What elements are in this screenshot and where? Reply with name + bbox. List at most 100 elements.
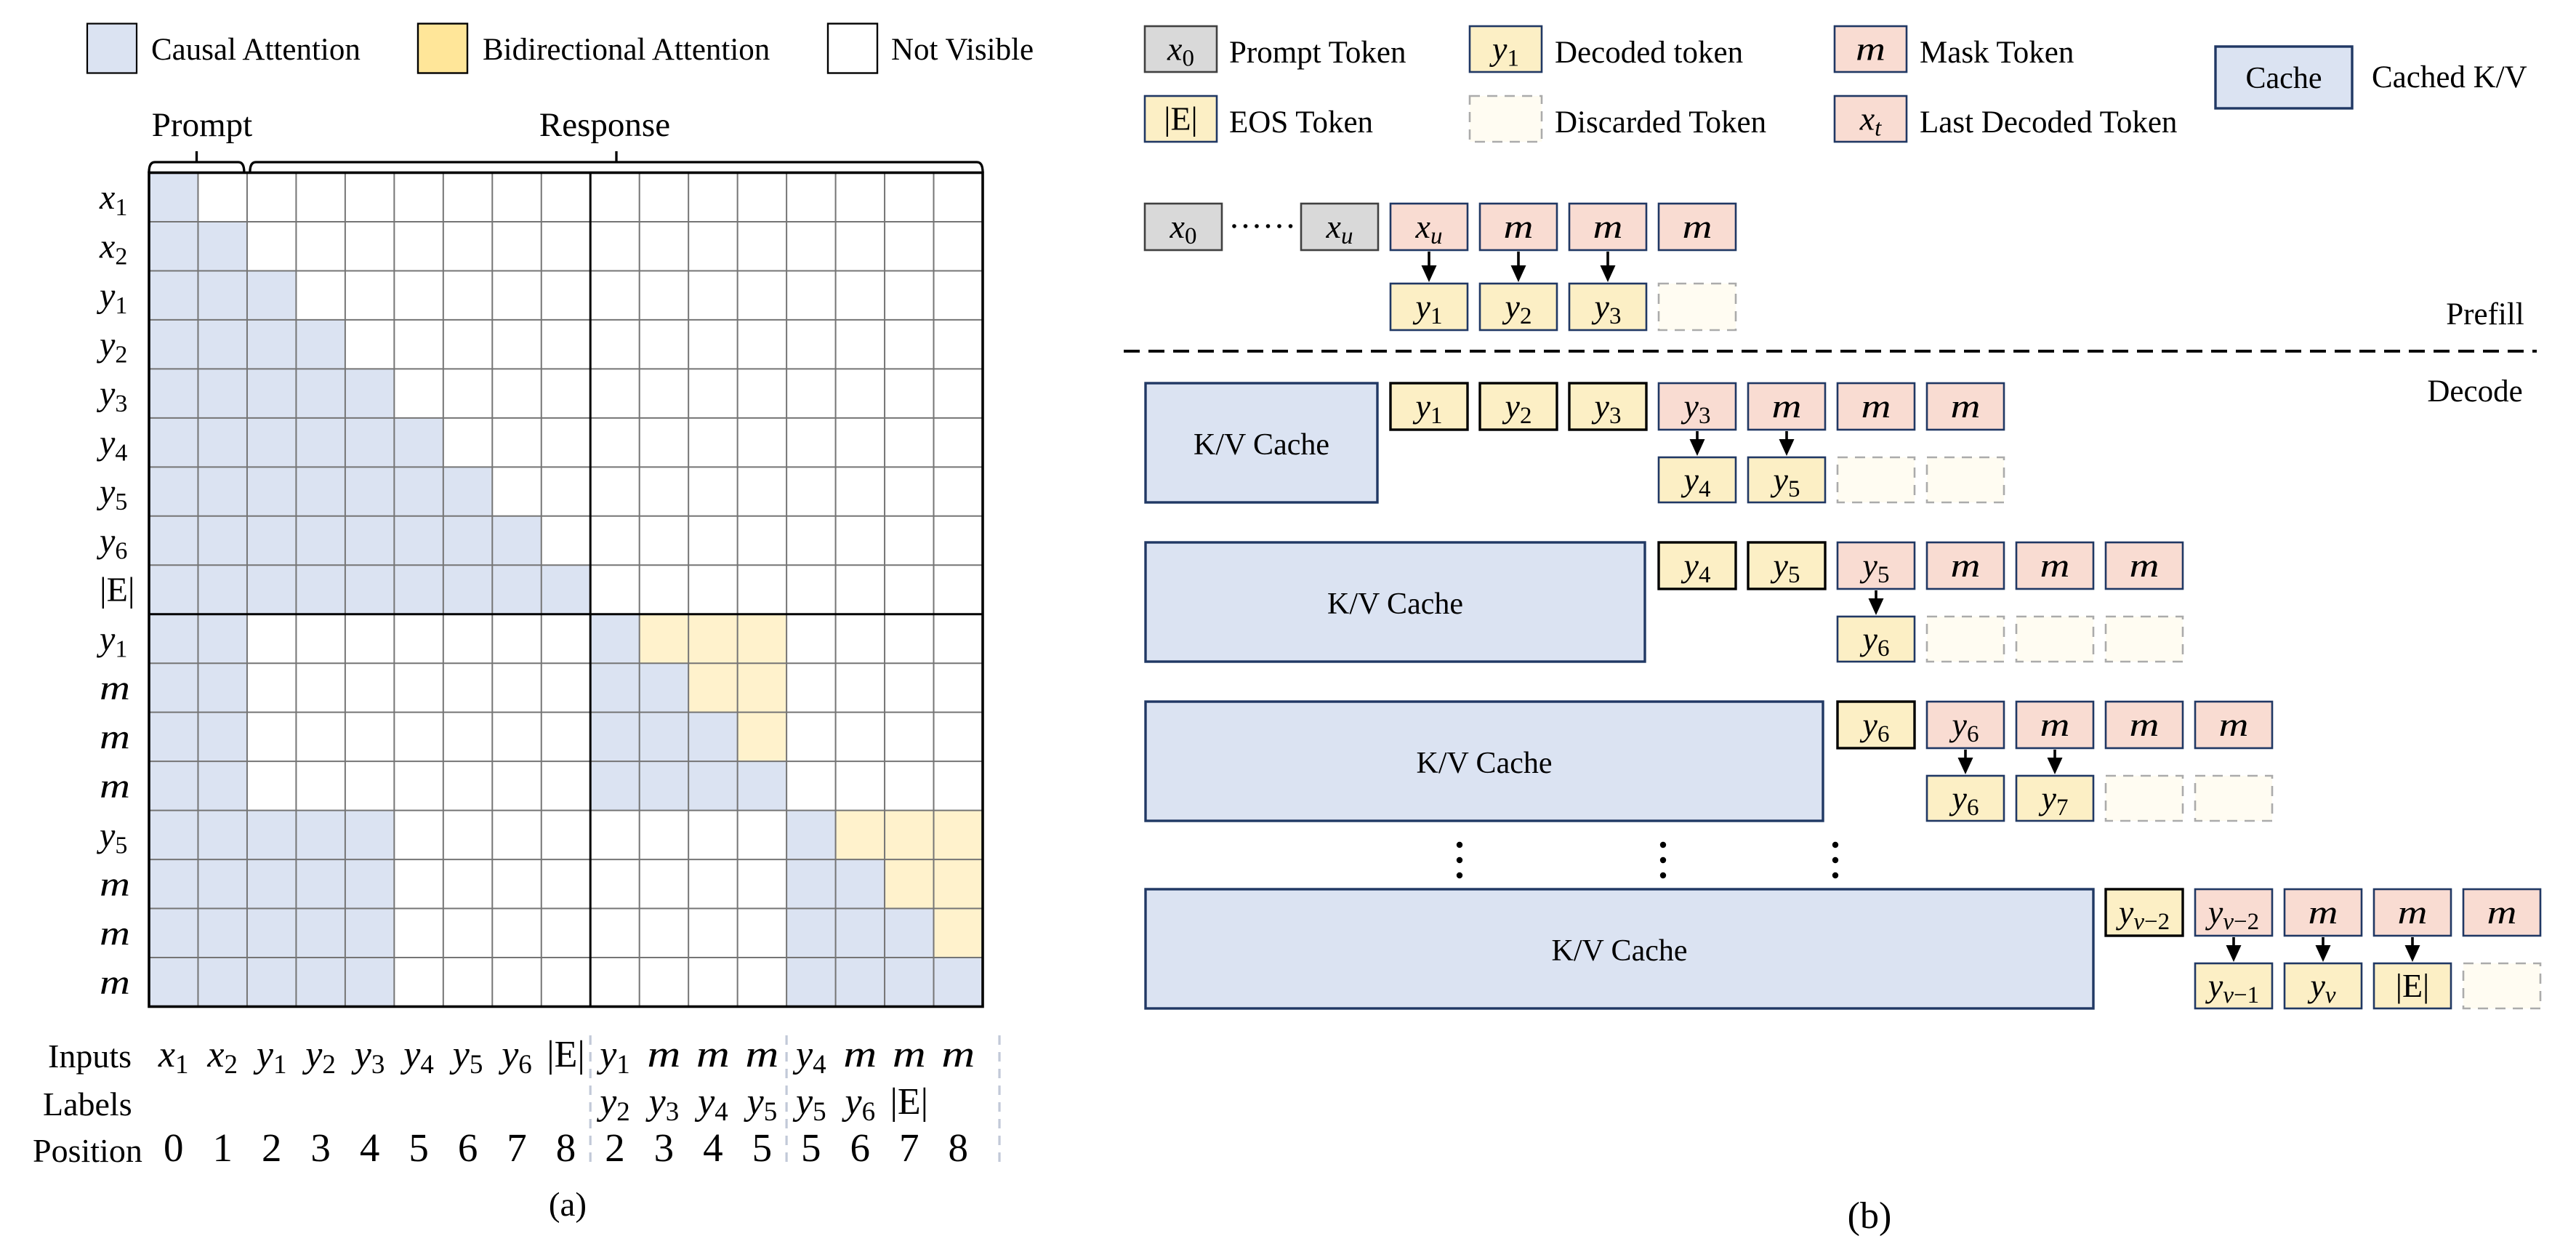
svg-text:Last Decoded Token: Last Decoded Token [1920, 105, 2177, 140]
svg-text:m: m [100, 963, 130, 1002]
svg-text:0: 0 [164, 1125, 184, 1170]
svg-text:y3: y3 [96, 374, 127, 417]
svg-text:EOS Token: EOS Token [1229, 105, 1373, 140]
svg-text:y1: y1 [1489, 31, 1519, 72]
svg-text:y3: y3 [1681, 388, 1711, 429]
svg-text:m: m [647, 1034, 680, 1075]
svg-text:m: m [100, 767, 130, 806]
svg-text:m: m [1951, 547, 1981, 584]
svg-text:m: m [2219, 706, 2249, 743]
svg-text:m: m [1683, 208, 1712, 245]
svg-text:y5: y5 [449, 1034, 483, 1080]
svg-text:m: m [893, 1034, 926, 1075]
svg-text:4: 4 [703, 1125, 723, 1170]
svg-text:6: 6 [458, 1125, 478, 1170]
svg-text:|E|: |E| [547, 1034, 585, 1075]
svg-text:7: 7 [899, 1125, 919, 1170]
svg-text:x0: x0 [1167, 31, 1194, 72]
svg-text:y3: y3 [351, 1034, 385, 1080]
svg-text:Prefill: Prefill [2446, 297, 2524, 332]
svg-text:Causal Attention: Causal Attention [151, 33, 361, 67]
svg-text:Labels: Labels [43, 1086, 132, 1123]
svg-text:m: m [2040, 706, 2070, 743]
svg-text:(b): (b) [1848, 1195, 1892, 1237]
svg-text:xu: xu [1415, 208, 1443, 249]
svg-text:y4: y4 [96, 424, 127, 467]
svg-text:(a): (a) [549, 1186, 587, 1224]
svg-text:3: 3 [654, 1125, 675, 1170]
svg-text:y4: y4 [694, 1081, 728, 1127]
svg-text:m: m [100, 718, 130, 756]
svg-text:Not Visible: Not Visible [891, 33, 1034, 67]
svg-text:y5: y5 [1860, 547, 1890, 588]
svg-text:m: m [2040, 547, 2070, 584]
svg-text:Position: Position [33, 1132, 142, 1169]
svg-text:y5: y5 [792, 1081, 826, 1127]
svg-text:y6: y6 [1949, 706, 1979, 747]
svg-text:y2: y2 [1502, 288, 1532, 329]
svg-text:4: 4 [360, 1125, 380, 1170]
svg-text:y2: y2 [96, 326, 127, 369]
svg-text:y2: y2 [596, 1081, 630, 1127]
svg-text:y6: y6 [1949, 779, 1979, 821]
svg-text:y4: y4 [400, 1034, 434, 1080]
svg-text:x1: x1 [99, 178, 127, 221]
svg-text:8: 8 [949, 1125, 969, 1170]
svg-text:|E|: |E| [100, 571, 135, 609]
svg-text:y6: y6 [96, 522, 127, 565]
svg-text:1: 1 [212, 1125, 233, 1170]
svg-text:m: m [2130, 547, 2160, 584]
svg-text:m: m [941, 1034, 975, 1075]
svg-text:m: m [2309, 894, 2338, 931]
svg-text:Cached K/V: Cached K/V [2372, 60, 2527, 95]
svg-text:m: m [1861, 388, 1891, 425]
svg-text:m: m [1951, 388, 1981, 425]
svg-text:y6: y6 [1860, 620, 1890, 662]
svg-text:m: m [100, 914, 130, 952]
svg-text:Response: Response [539, 106, 670, 144]
svg-text:K/V Cache: K/V Cache [1416, 747, 1552, 780]
svg-text:|E|: |E| [890, 1081, 929, 1123]
svg-text:y3: y3 [1592, 288, 1622, 329]
svg-text:m: m [1504, 208, 1534, 245]
svg-text:yv−2: yv−2 [2116, 894, 2170, 935]
svg-text:m: m [100, 669, 130, 707]
svg-text:m: m [745, 1034, 778, 1075]
svg-text:x0: x0 [1170, 208, 1197, 249]
svg-text:y5: y5 [96, 473, 127, 515]
svg-text:8: 8 [556, 1125, 576, 1170]
svg-text:m: m [2398, 894, 2428, 931]
svg-text:Prompt Token: Prompt Token [1229, 36, 1406, 70]
svg-text:m: m [2130, 706, 2160, 743]
svg-text:xu: xu [1326, 208, 1353, 249]
svg-text:y1: y1 [253, 1034, 287, 1080]
svg-text:y6: y6 [498, 1034, 532, 1080]
svg-text:K/V Cache: K/V Cache [1327, 587, 1463, 621]
svg-text:y1: y1 [596, 1034, 630, 1080]
svg-text:xt: xt [1859, 100, 1882, 142]
svg-text:y1: y1 [96, 276, 127, 319]
svg-text:m: m [100, 865, 130, 904]
svg-text:7: 7 [507, 1125, 527, 1170]
svg-text:|E|: |E| [2396, 967, 2430, 1004]
svg-text:|E|: |E| [1164, 100, 1198, 137]
svg-text:yv−2: yv−2 [2205, 894, 2259, 935]
svg-text:2: 2 [262, 1125, 282, 1170]
svg-text:5: 5 [752, 1125, 773, 1170]
svg-text:K/V Cache: K/V Cache [1551, 934, 1687, 968]
svg-text:y1: y1 [1413, 388, 1443, 429]
svg-text:y5: y5 [1771, 547, 1800, 588]
svg-text:y5: y5 [744, 1081, 778, 1127]
svg-text:Decoded token: Decoded token [1555, 36, 1743, 70]
svg-text:y7: y7 [2039, 779, 2069, 821]
svg-text:y5: y5 [96, 816, 127, 859]
svg-text:Decode: Decode [2427, 374, 2522, 409]
svg-text:3: 3 [310, 1125, 331, 1170]
svg-text:m: m [843, 1034, 877, 1075]
svg-text:y1: y1 [96, 620, 127, 663]
svg-text:y4: y4 [1681, 461, 1711, 502]
svg-text:Discarded Token: Discarded Token [1555, 105, 1766, 140]
svg-text:Prompt: Prompt [152, 106, 252, 144]
svg-text:y4: y4 [792, 1034, 826, 1080]
svg-text:y2: y2 [302, 1034, 336, 1080]
